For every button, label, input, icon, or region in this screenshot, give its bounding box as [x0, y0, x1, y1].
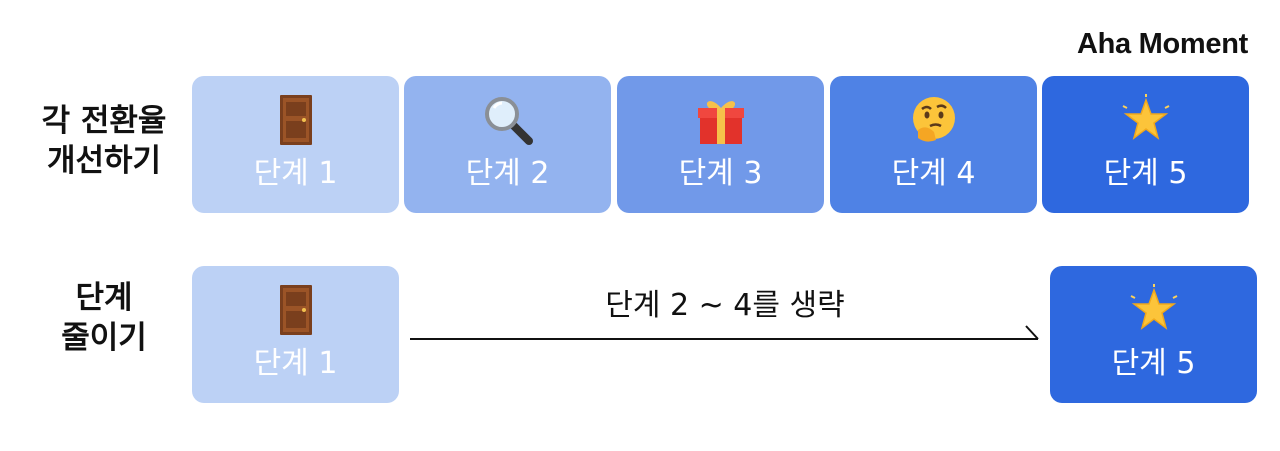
bottom-step-5: 단계 5 [1050, 266, 1257, 403]
arrow-right-icon [410, 325, 1039, 340]
door-icon [192, 284, 399, 336]
step-label: 단계 1 [253, 346, 338, 381]
door-icon [192, 94, 399, 146]
row-label-reduce-steps: 단계 줄이기 [30, 278, 178, 358]
top-step-3: 단계 3 [617, 76, 824, 213]
bottom-step-1: 단계 1 [192, 266, 399, 403]
glowing-star-icon [1050, 284, 1257, 336]
row-label-line: 각 전환율 [41, 103, 167, 139]
step-label: 단계 5 [1103, 156, 1188, 191]
top-step-4: 단계 4 [830, 76, 1037, 213]
step-label: 단계 5 [1111, 346, 1196, 381]
row-label-line: 개선하기 [46, 143, 162, 179]
magnifier-icon [404, 94, 611, 146]
gift-icon [617, 94, 824, 146]
step-label: 단계 1 [253, 156, 338, 191]
step-label: 단계 3 [678, 156, 763, 191]
top-step-5: 단계 5 [1042, 76, 1249, 213]
row-label-line: 줄이기 [61, 320, 147, 356]
step-label: 단계 4 [891, 156, 976, 191]
top-step-1: 단계 1 [192, 76, 399, 213]
glowing-star-icon [1042, 94, 1249, 146]
aha-moment-label: Aha Moment [1076, 28, 1248, 60]
thinking-face-icon [830, 94, 1037, 146]
step-label: 단계 2 [465, 156, 550, 191]
row-label-improve-conversion: 각 전환율 개선하기 [30, 101, 178, 181]
skip-steps-label: 단계 2 ~ 4를 생략 [605, 288, 845, 323]
row-label-line: 단계 [75, 280, 133, 316]
top-step-2: 단계 2 [404, 76, 611, 213]
